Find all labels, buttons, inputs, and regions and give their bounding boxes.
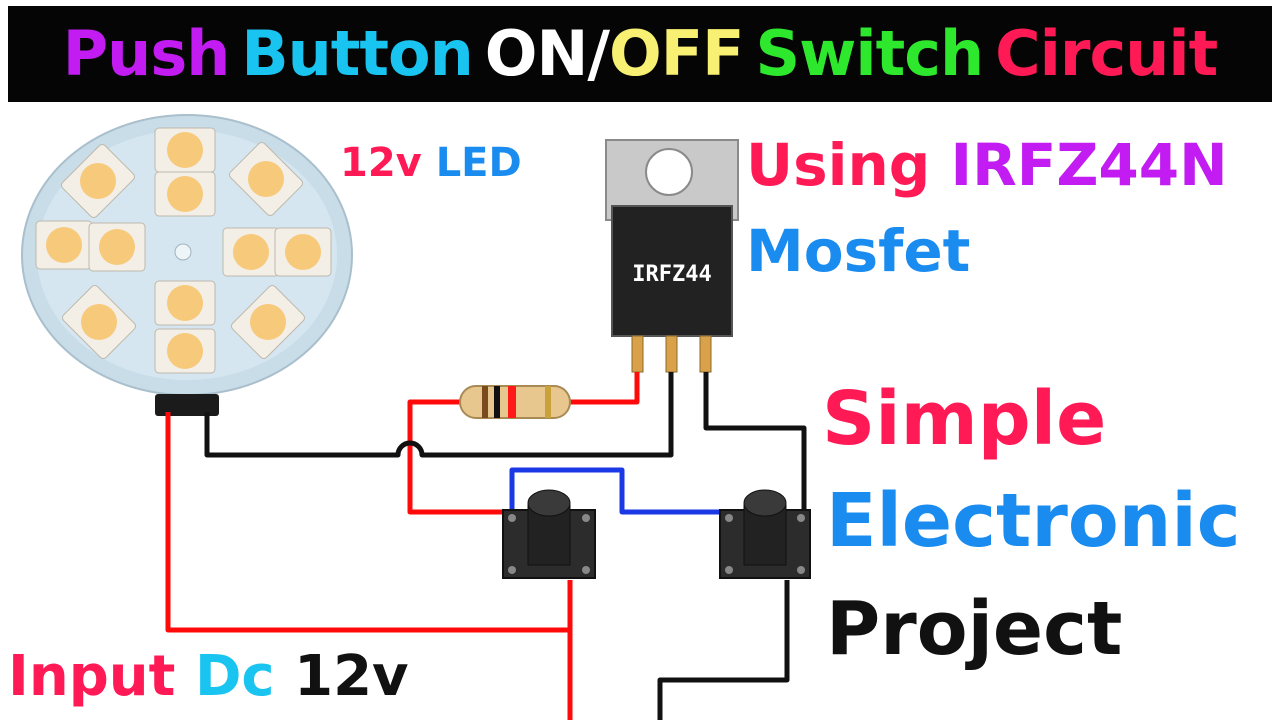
led-chip	[88, 222, 146, 272]
wires	[165, 372, 807, 720]
mosfet-part-number: IRFZ44N	[950, 131, 1228, 199]
input-voltage: 12v	[294, 644, 409, 709]
push-button-1	[502, 489, 596, 579]
led-chip	[274, 227, 332, 277]
mosfet-word: Mosfet	[746, 217, 971, 285]
using-word: Using	[746, 131, 931, 199]
push-button-2	[719, 489, 811, 579]
led-chip	[60, 143, 136, 219]
wire-black-drain	[204, 372, 674, 458]
title-word-push: Push	[62, 17, 231, 90]
wire-red-led	[165, 412, 570, 633]
project-line-project: Project	[826, 586, 1123, 672]
title-word-on: ON/	[484, 17, 610, 90]
led-label-voltage: 12v	[340, 140, 422, 186]
wire-red-left	[407, 399, 508, 515]
mosfet	[605, 139, 739, 373]
led-label: 12v LED	[340, 140, 522, 186]
title-word-button: Button	[241, 17, 473, 90]
project-line-simple: Simple	[822, 376, 1107, 462]
led-chip	[154, 280, 216, 326]
led-label-led: LED	[435, 140, 522, 186]
mosfet-marking: IRFZ44	[632, 262, 712, 287]
led-chip	[222, 227, 280, 277]
using-label: Using IRFZ44N	[746, 132, 1228, 198]
led-chip	[154, 127, 216, 173]
led-chip	[230, 284, 306, 360]
wire-black-ground	[657, 580, 790, 720]
wire-black-source	[703, 372, 807, 520]
input-label: Input Dc 12v	[8, 642, 409, 712]
wire-blue	[509, 467, 735, 515]
resistor	[459, 385, 571, 419]
led-chip	[61, 284, 137, 360]
title-word-circuit: Circuit	[995, 17, 1218, 90]
project-line-electronic: Electronic	[826, 478, 1241, 564]
input-word: Input	[8, 644, 176, 709]
title-word-switch: Switch	[755, 17, 984, 90]
title-word-off: OFF	[609, 17, 744, 90]
led-chip	[154, 171, 216, 217]
led-board	[21, 114, 353, 416]
led-chip	[35, 220, 93, 270]
led-chip	[154, 328, 216, 374]
led-chip	[228, 141, 304, 217]
dc-word: Dc	[194, 644, 275, 709]
